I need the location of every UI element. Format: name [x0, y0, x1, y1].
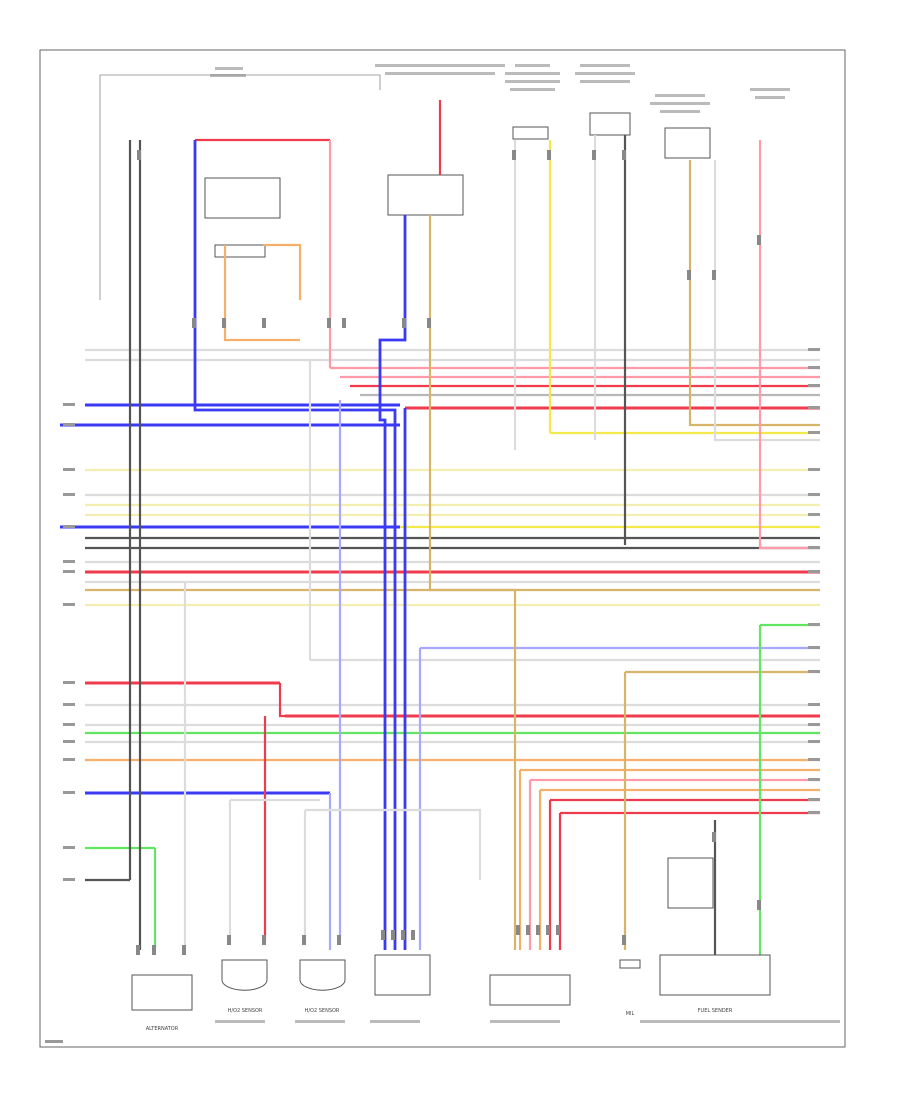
sensor-label-bar-4	[490, 1020, 560, 1023]
ho2s-upstream-sensor	[221, 959, 268, 991]
ecm-connector-b	[489, 974, 571, 1006]
mil-box	[619, 959, 641, 969]
relay-coil	[214, 244, 266, 258]
bottom-components	[131, 857, 840, 1023]
fuel-sender-box	[659, 954, 771, 996]
sensor-label-bar-1	[215, 1020, 265, 1023]
right-terminal-marks	[808, 348, 820, 814]
ho2s-up-label: H/O2 SENSOR	[228, 1008, 263, 1014]
sensor-label-bar-3	[370, 1020, 420, 1023]
main-relay	[204, 177, 281, 219]
rear-o2-connector	[589, 112, 631, 136]
left-terminal-marks	[63, 403, 75, 881]
canister-valve	[664, 127, 711, 159]
connector-pins	[136, 150, 761, 955]
fuel-sender-label: FUEL SENDER	[698, 1008, 733, 1014]
diagram-frame	[39, 49, 846, 1048]
sensor-label-bar-5	[640, 1020, 840, 1023]
alternator-box	[131, 974, 193, 1011]
ho2s-down-label: H/O2 SENSOR	[305, 1008, 340, 1014]
horizontal-wires	[60, 348, 820, 882]
top-label-group	[210, 64, 790, 113]
fuse-relay-area	[99, 74, 711, 300]
ecm-connector-a	[374, 954, 431, 996]
o2-sensor-connector	[512, 126, 549, 140]
fuel-pump-module	[667, 857, 714, 909]
mil-label: MIL	[626, 1011, 635, 1017]
alternator-label: ALTERNATOR	[146, 1026, 179, 1032]
vertical-wires	[128, 100, 820, 960]
sensor-label-bar-2	[295, 1020, 345, 1023]
ho2s-downstream-sensor	[299, 959, 346, 991]
fuel-pump-relay	[387, 174, 464, 216]
diagram-id-mark	[45, 1040, 63, 1043]
